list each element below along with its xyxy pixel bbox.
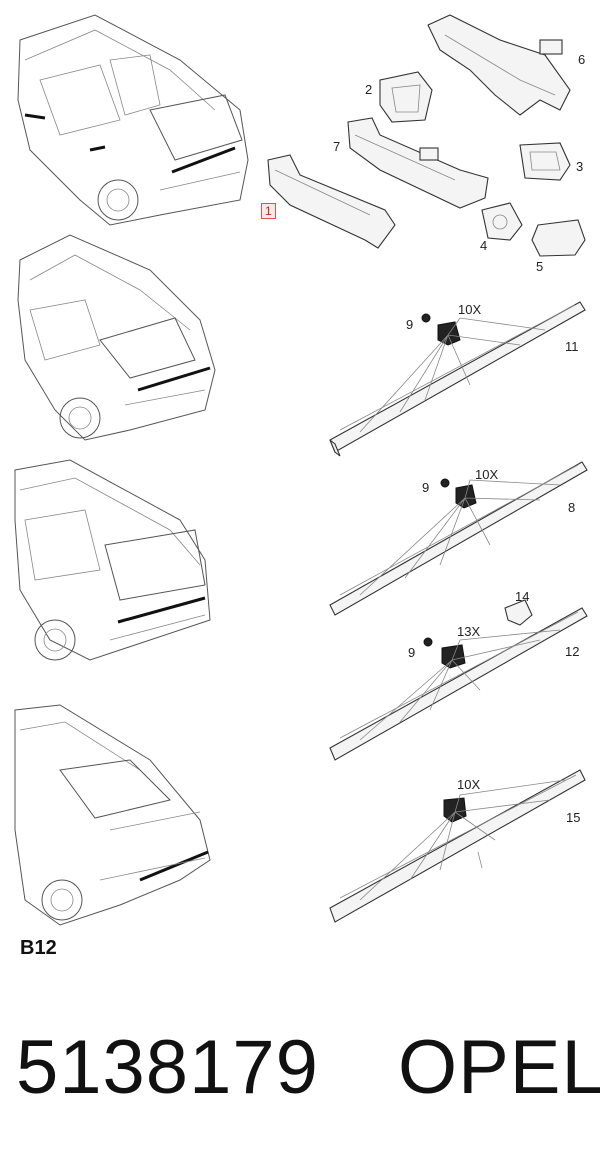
callout-10x-b: 10X [475,467,499,482]
car-hatchback-3door [17,234,216,441]
handle-bracket-6 [427,14,571,116]
cap-5 [531,219,586,257]
part-number: 5138179 [16,1025,319,1110]
door-handle-7 [347,117,489,209]
callout-4: 4 [480,238,488,253]
trim-strip-15 [329,769,586,923]
callout-15: 15 [566,810,581,825]
callout-3: 3 [576,159,584,174]
callout-10x-a: 10X [458,302,482,317]
callout-10x-d: 10X [457,777,481,792]
section-code: B12 [20,937,57,959]
trim-strip-8 [329,461,588,616]
car-hatchback-5door [17,14,249,226]
callout-6: 6 [578,52,586,67]
callout-1: 1 [261,203,276,219]
callout-8: 8 [568,500,576,515]
callout-5: 5 [536,259,544,274]
door-handle-1 [267,154,396,249]
trim-strip-12 [329,599,588,761]
trim-strip-11 [329,301,586,457]
callout-9-a: 9 [406,317,414,332]
cap-4 [481,202,523,241]
callout-9-b: 9 [422,480,430,495]
callout-12: 12 [565,644,580,659]
callout-11: 11 [565,339,579,354]
callout-9-c: 9 [408,645,416,660]
callout-7: 7 [333,139,341,154]
handle-insert-2 [379,71,433,123]
callout-2: 2 [365,82,373,97]
car-sedan [14,704,211,926]
brand-name: OPEL [398,1025,600,1110]
callout-14: 14 [515,589,530,604]
lock-cover-3 [519,142,571,181]
car-estate [14,459,211,661]
callout-13x: 13X [457,624,481,639]
